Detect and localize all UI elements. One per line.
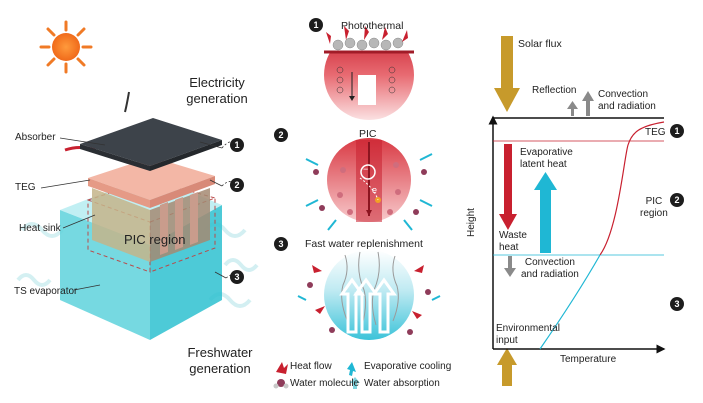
y-axis-label: Height <box>466 208 477 237</box>
pic-circle <box>305 138 433 231</box>
x-axis-label: Temperature <box>560 354 617 365</box>
replenishment-label: Fast water replenishment <box>305 238 423 250</box>
heat-flow-icon <box>276 362 288 374</box>
teg-region-label: TEG <box>645 127 666 138</box>
heat-sink <box>92 188 210 262</box>
absorber-label: Absorber <box>15 132 56 143</box>
reflection-arrow <box>567 101 578 116</box>
legend-water-molecule: Water molecule <box>290 378 360 389</box>
teg-layer <box>88 157 215 208</box>
marker-2: 2 <box>230 178 244 192</box>
legend-heat-flow: Heat flow <box>290 361 332 372</box>
right-marker-3: 3 <box>670 297 684 311</box>
mid-marker-3: 3 <box>274 237 288 251</box>
temperature-profile-upper <box>599 121 665 256</box>
waste-heat-arrow <box>499 144 517 230</box>
water-replenishment-circle <box>297 250 441 340</box>
electricity-generation-label: Electricity generation <box>186 75 248 106</box>
pic-label: PIC <box>359 128 377 140</box>
photothermal-label: Photothermal <box>341 20 404 32</box>
electron-label: e <box>372 185 378 195</box>
environmental-input-arrow <box>497 348 517 386</box>
mid-marker-2: 2 <box>274 128 288 142</box>
teg-wire-dark <box>124 91 130 113</box>
ts-evaporator-label: TS evaporator <box>14 286 78 297</box>
legend-water-absorption: Water absorption <box>364 378 440 389</box>
solar-flux-label: Solar flux <box>518 38 562 50</box>
pic-region-right-label: PIC region <box>640 196 668 219</box>
pic-region-label: PIC region <box>124 232 186 247</box>
photothermal-circle <box>324 26 414 120</box>
convection-mid-arrow <box>504 256 516 277</box>
teg-label: TEG <box>15 182 36 193</box>
mid-marker-1: 1 <box>309 18 323 32</box>
absorber-plate <box>80 118 222 171</box>
marker-1: 1 <box>230 138 244 152</box>
evaporative-latent-heat-label: Evaporative latent heat <box>520 147 573 170</box>
charge-minus: − <box>363 164 369 174</box>
freshwater-generation-label: Freshwater generation <box>187 345 253 376</box>
sun-icon <box>39 20 93 74</box>
evaporative-latent-heat-arrow <box>534 172 557 253</box>
right-marker-2: 2 <box>670 193 684 207</box>
water-absorption-icon <box>350 377 360 389</box>
solar-flux-arrow <box>494 36 520 112</box>
evaporative-cooling-icon <box>347 362 356 376</box>
convection-top-label: Convection and radiation <box>598 89 656 112</box>
right-marker-1: 1 <box>670 124 684 138</box>
marker-3: 3 <box>230 270 244 284</box>
heat-sink-label: Heat sink <box>19 223 61 234</box>
temperature-profile-lower <box>539 254 601 350</box>
environmental-input-label: Environmental input <box>496 323 560 346</box>
waste-heat-label: Waste heat <box>499 230 527 253</box>
convection-mid-label: Convection and radiation <box>521 257 579 280</box>
reflection-label: Reflection <box>532 85 577 96</box>
water-molecule-icon <box>273 379 289 389</box>
convection-top-arrow <box>582 91 594 116</box>
legend-evaporative-cooling: Evaporative cooling <box>364 361 452 372</box>
